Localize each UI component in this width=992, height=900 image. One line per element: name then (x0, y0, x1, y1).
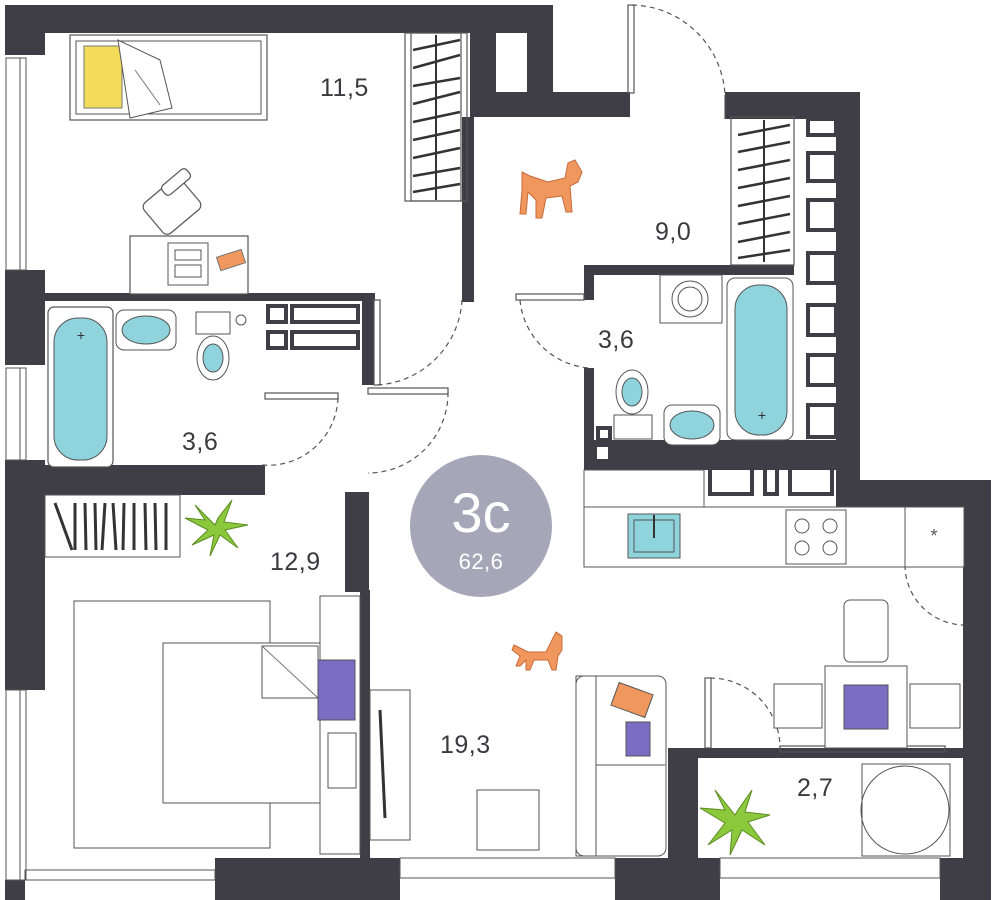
svg-text:*: * (930, 526, 937, 546)
balcony-table (860, 763, 951, 857)
kitchen-counter: * (583, 469, 965, 568)
apartment-type: 3с (451, 481, 511, 544)
svg-text:+: + (758, 407, 766, 423)
windows (5, 57, 941, 881)
room-area-bedroom-bottom: 12,9 (270, 548, 321, 576)
wardrobe-top (404, 32, 468, 202)
toilet-right (613, 369, 653, 440)
coffee-table (476, 789, 540, 851)
plant-2 (699, 789, 771, 856)
bookshelf (44, 494, 181, 558)
wardrobe-right (730, 116, 795, 266)
single-bed (69, 34, 268, 121)
bathtub-right: + (726, 277, 794, 441)
cat-bottom-figure (511, 631, 563, 671)
room-area-living-kitchen: 19,3 (440, 731, 491, 759)
sink-left (115, 309, 177, 351)
room-area-bathroom-right: 3,6 (598, 326, 635, 354)
chair (142, 168, 202, 235)
tv-stand (369, 689, 411, 841)
bathtub-left: + (47, 306, 114, 468)
door-swings (261, 4, 964, 749)
plant-1 (184, 499, 249, 557)
room-area-hall: 9,0 (655, 218, 692, 246)
room-area-balcony: 2,7 (797, 774, 834, 802)
walls (5, 5, 991, 900)
total-area: 62,6 (458, 549, 504, 574)
washing-machine (659, 274, 723, 324)
cat-top-figure (519, 159, 583, 219)
svg-text:+: + (77, 327, 85, 343)
shelving (266, 117, 838, 496)
double-bed (73, 595, 361, 855)
room-area-bathroom-left: 3,6 (182, 428, 219, 456)
door-leaves (264, 4, 946, 753)
room-area-bedroom-top: 11,5 (320, 74, 369, 102)
sofa (575, 675, 667, 857)
apartment-badge: 3с 62,6 (410, 455, 552, 597)
toilet-left (195, 311, 247, 381)
sink-right (663, 404, 721, 446)
dining-table (773, 599, 961, 749)
desk (129, 235, 249, 295)
